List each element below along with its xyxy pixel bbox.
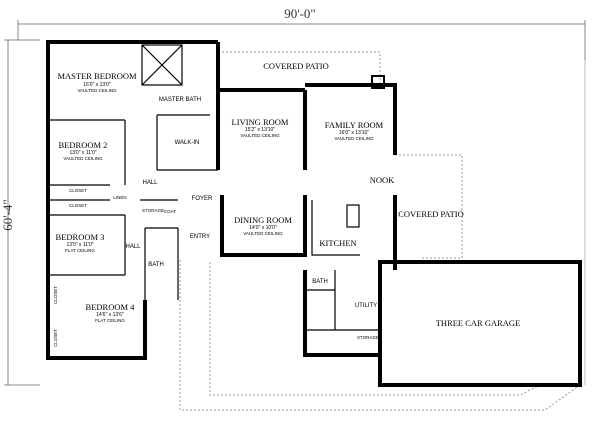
nook-label: NOOK — [370, 175, 395, 185]
storage-label: STORAGE — [142, 208, 164, 213]
hall-2-label: HALL — [125, 244, 141, 250]
covered-patio-side-label: COVERED PATIO — [398, 209, 464, 219]
master-bedroom-size: 16'0" x 13'0" — [83, 82, 111, 88]
linen-label: LINEN — [113, 195, 126, 200]
living-room-ceiling: VAULTED CEILING — [240, 133, 280, 138]
room-labels: MASTER BEDROOM 16'0" x 13'0" VAULTED CEI… — [53, 61, 520, 347]
coat-label: COAT — [164, 209, 176, 214]
bedroom-4-label: BEDROOM 4 — [86, 302, 136, 312]
closet-2-label: CLOSET — [69, 203, 87, 208]
living-room-size: 15'2" x 13'10" — [245, 127, 275, 133]
bedroom-3-ceiling: FLAT CEILING — [65, 248, 95, 253]
dimension-lines — [4, 20, 586, 386]
utility-label: UTILITY — [355, 303, 377, 309]
walkway-outlines — [179, 51, 581, 411]
bedroom-2-ceiling: VAULTED CEILING — [63, 156, 103, 161]
master-bedroom-ceiling: VAULTED CEILING — [77, 88, 117, 93]
family-room-size: 16'0" x 13'10" — [339, 130, 369, 136]
kitchen-label: KITCHEN — [319, 238, 356, 248]
dining-room-ceiling: VAULTED CEILING — [243, 231, 283, 236]
entry-label: ENTRY — [190, 234, 210, 240]
master-bath-label: MASTER BATH — [159, 97, 201, 103]
dining-room-label: DINING ROOM — [234, 215, 292, 225]
bedroom-2-label: BEDROOM 2 — [59, 140, 108, 150]
width-dimension: 90'-0" — [284, 6, 315, 21]
walk-in-label: WALK-IN — [175, 140, 200, 146]
bedroom-4-size: 14'6" x 13'6" — [96, 312, 124, 318]
exterior-walls — [46, 40, 582, 387]
storage-2-label: STORAGE — [357, 335, 379, 340]
covered-patio-rear-label: COVERED PATIO — [263, 61, 329, 71]
garage-label: THREE CAR GARAGE — [436, 318, 521, 328]
foyer-label: FOYER — [192, 196, 213, 202]
hall-label: HALL — [142, 180, 158, 186]
bedroom-4-ceiling: FLAT CEILING — [95, 318, 125, 323]
bedroom-3-label: BEDROOM 3 — [56, 232, 105, 242]
bedroom-3-size: 13'0" x 11'0" — [66, 242, 93, 248]
fireplace — [371, 75, 385, 89]
master-bedroom-label: MASTER BEDROOM — [57, 71, 137, 81]
bath-label: BATH — [148, 262, 164, 268]
living-room-label: LIVING ROOM — [232, 117, 289, 127]
dining-room-size: 14'0" x 10'0" — [249, 225, 277, 231]
family-room-ceiling: VAULTED CEILING — [334, 136, 374, 141]
closet-1-label: CLOSET — [69, 188, 87, 193]
bath-2-label: BATH — [312, 279, 328, 285]
closet-3-label: CLOSET — [53, 286, 58, 304]
interior-walls — [48, 44, 380, 331]
bedroom-2-size: 13'0" x 11'0" — [69, 150, 96, 156]
closet-4-label: CLOSET — [53, 329, 58, 347]
depth-dimension: 60'-4" — [0, 199, 15, 230]
family-room-label: FAMILY ROOM — [325, 120, 384, 130]
